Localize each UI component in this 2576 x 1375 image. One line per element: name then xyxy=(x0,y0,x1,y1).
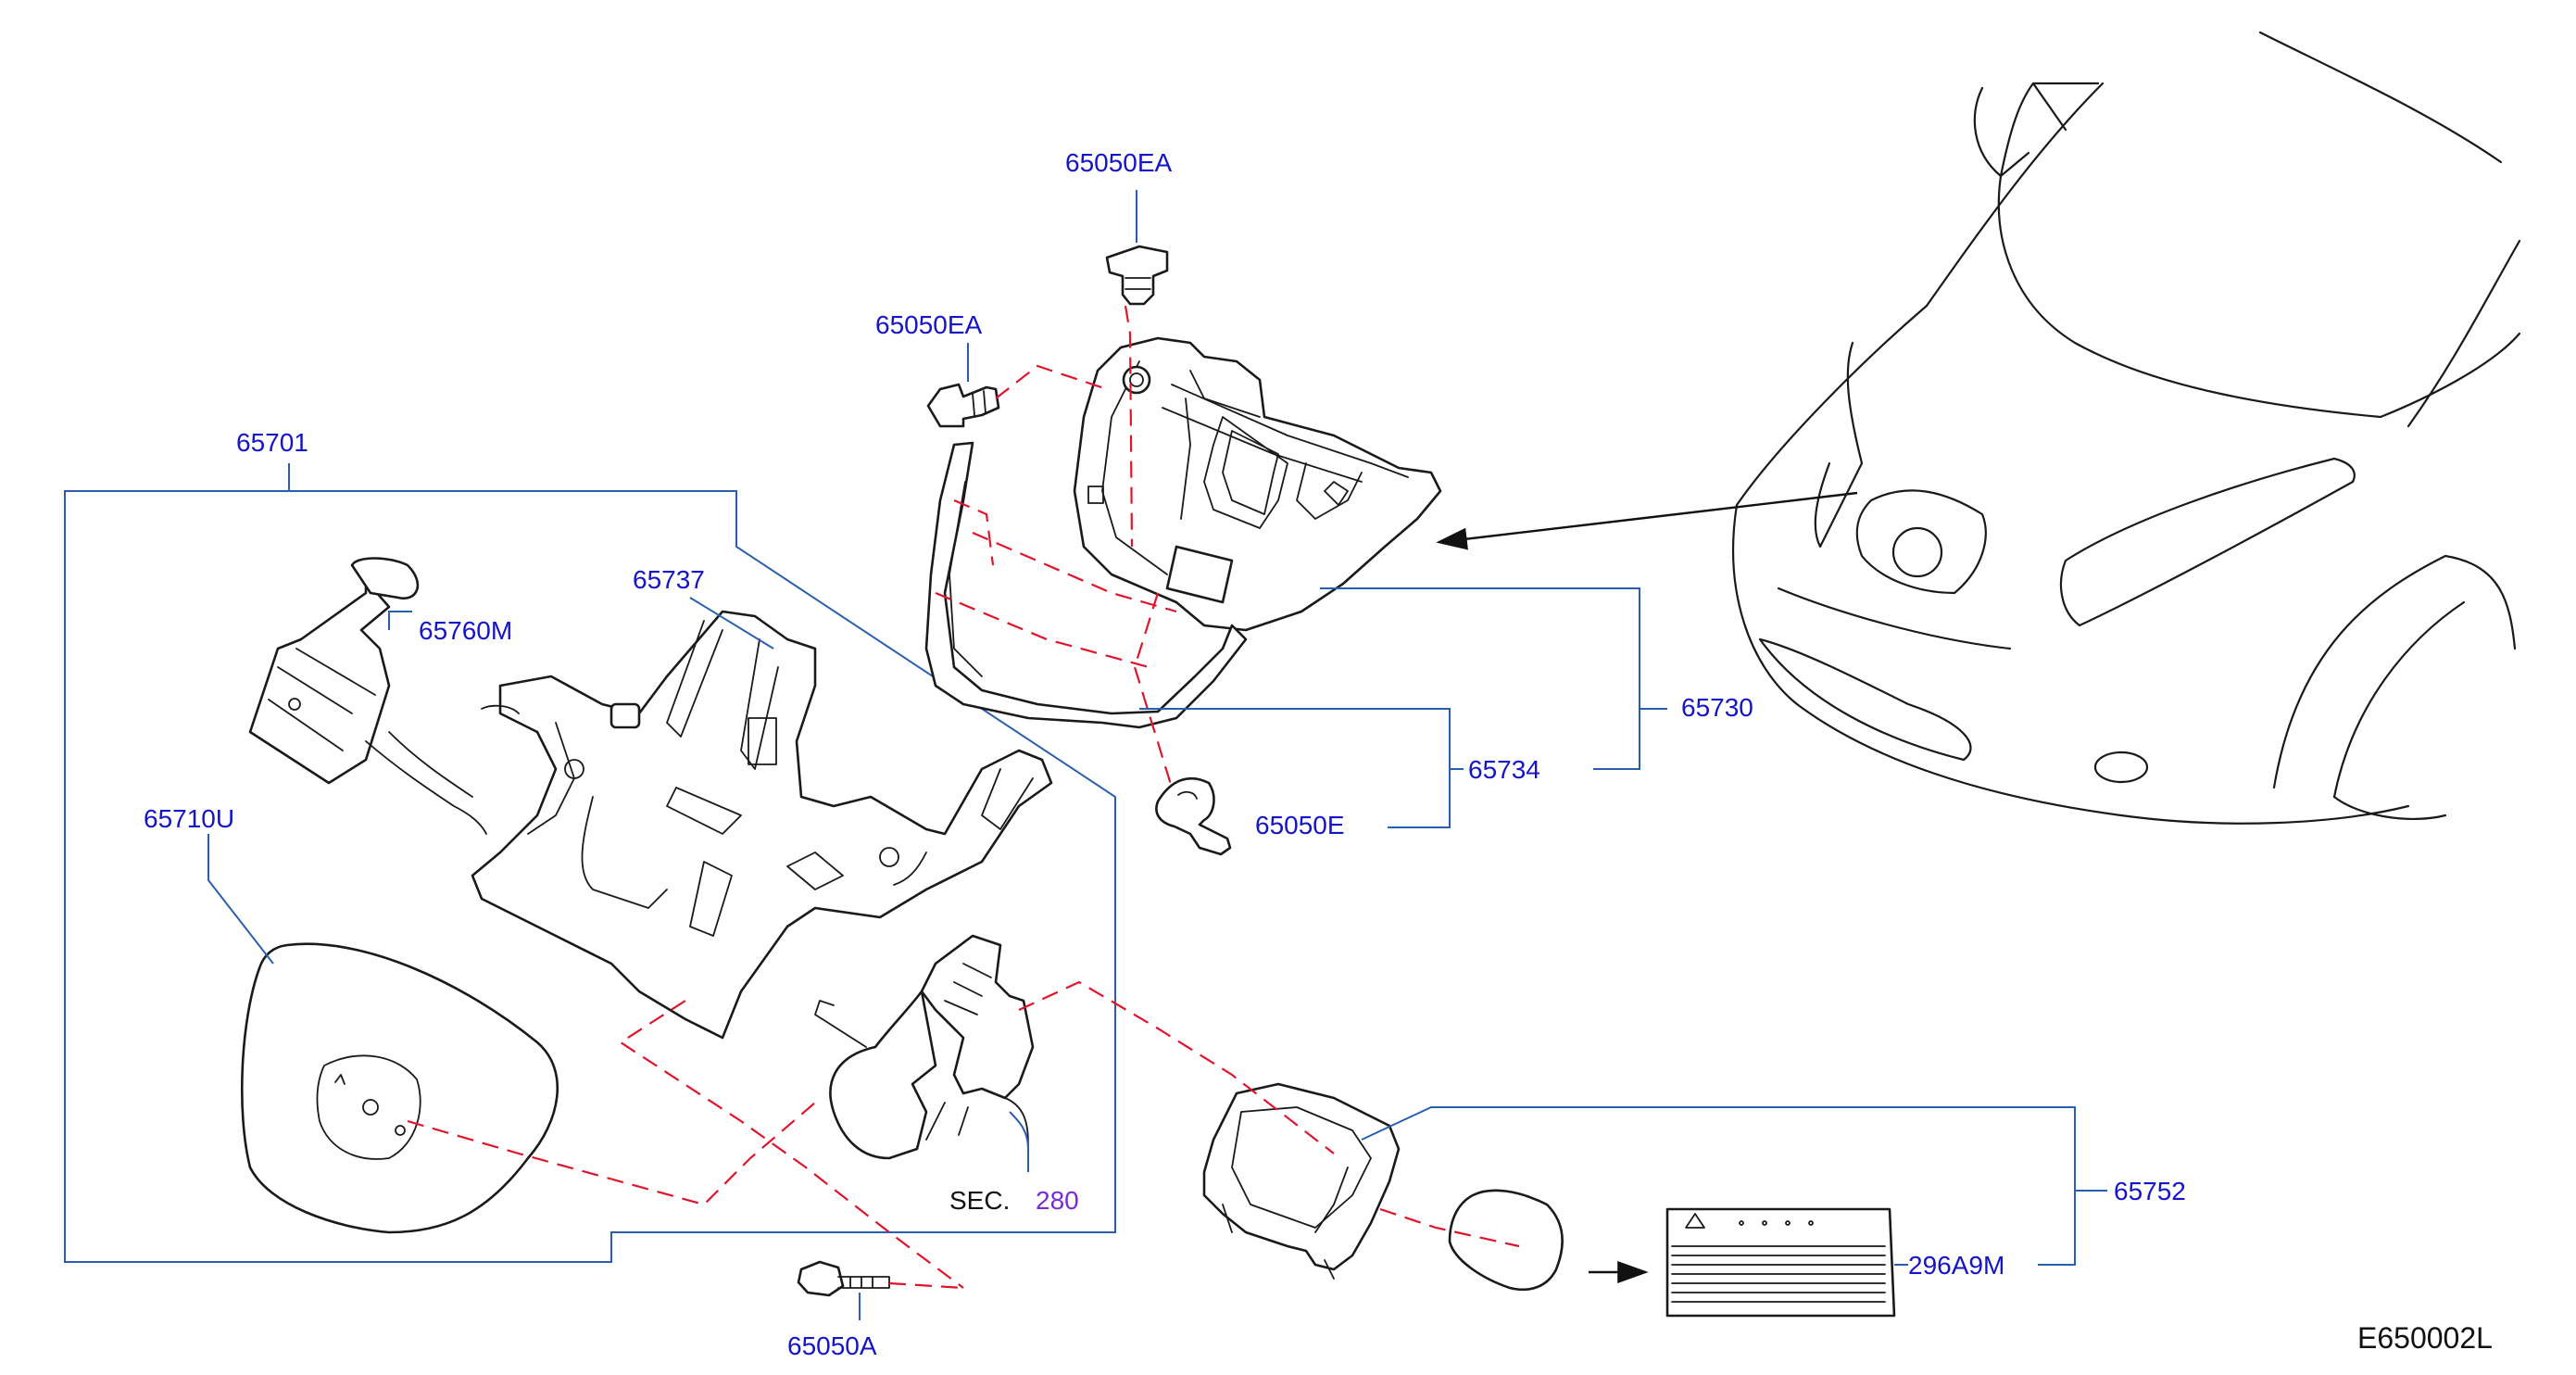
part-cover xyxy=(240,942,559,1234)
label-assembly: 65701 xyxy=(236,428,308,457)
part-clip-top xyxy=(1105,245,1169,306)
label-bolt: 65050A xyxy=(787,1331,877,1360)
part-seal-frame xyxy=(924,441,1248,729)
label-handle-assy: 65760M xyxy=(419,616,512,645)
label-clip-top: 65050EA xyxy=(1065,148,1173,177)
car-front-illustration xyxy=(1732,31,2521,825)
label-port-housing: 65752 xyxy=(2114,1177,2186,1205)
label-sec-number: 280 xyxy=(1036,1186,1079,1215)
label-lid-panel: 65730 xyxy=(1681,693,1753,722)
reference-lines xyxy=(407,305,1520,1290)
label-seal-frame: 65734 xyxy=(1468,755,1540,784)
leader-lines xyxy=(207,190,2107,1320)
part-warning-label xyxy=(1665,1207,1896,1318)
part-port-housing xyxy=(1202,1082,1401,1280)
label-sec-word: SEC. xyxy=(949,1186,1010,1215)
label-warning-label: 296A9M xyxy=(1908,1251,2004,1280)
label-cover: 65710U xyxy=(144,804,234,833)
part-handle-assy xyxy=(248,557,487,835)
part-lid-panel xyxy=(1073,336,1442,632)
label-grommet: 65050E xyxy=(1255,811,1345,839)
part-clip-left xyxy=(926,383,1000,428)
part-bolt xyxy=(797,1260,890,1297)
diagram-code: E650002L xyxy=(2357,1321,2493,1355)
part-charge-cable xyxy=(814,934,1035,1160)
label-hinge-frame: 65737 xyxy=(633,565,705,594)
location-arrow xyxy=(1436,491,1858,550)
part-port-cover xyxy=(1448,1189,1564,1292)
label-clip-left: 65050EA xyxy=(875,310,983,339)
part-grommet xyxy=(1155,776,1232,856)
assembly-boundary xyxy=(64,490,1116,1263)
part-hinge-frame xyxy=(471,610,1053,1040)
